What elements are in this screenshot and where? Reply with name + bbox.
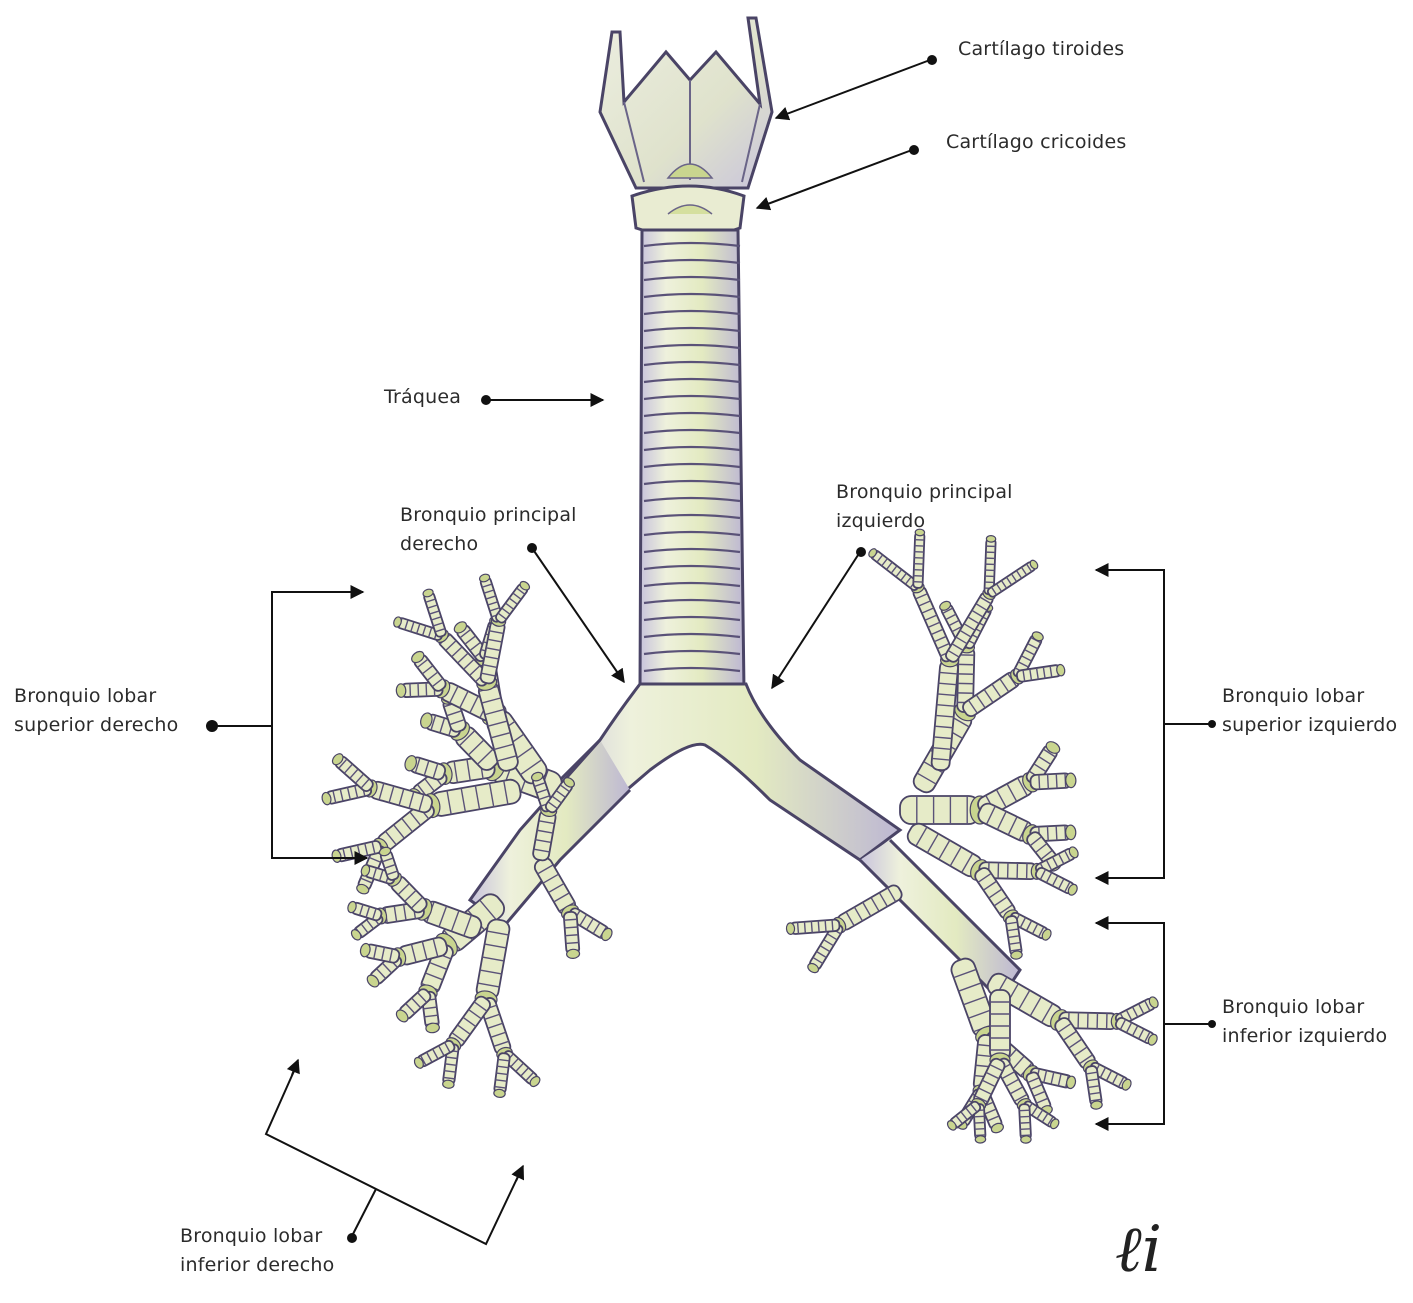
bracket-bsi bbox=[1098, 570, 1164, 878]
label-bronquio-lobar-superior-derecho: Bronquio lobar superior derecho bbox=[14, 682, 178, 740]
label-traquea: Tráquea bbox=[384, 383, 461, 412]
bronchus-segment bbox=[1019, 1104, 1031, 1143]
label-line-1: Bronquio lobar bbox=[180, 1222, 334, 1251]
bronchus-segment bbox=[359, 943, 400, 964]
label-bronquio-lobar-inferior-izquierdo: Bronquio lobar inferior izquierdo bbox=[1222, 993, 1387, 1051]
label-line-2: superior derecho bbox=[14, 711, 178, 740]
label-line-1: Bronquio principal bbox=[400, 501, 577, 530]
bronchus-segment bbox=[1034, 866, 1079, 896]
bronchus-segment bbox=[913, 529, 925, 588]
label-line-2: superior izquierdo bbox=[1222, 711, 1397, 740]
label-bronquio-principal-derecho: Bronquio principal derecho bbox=[400, 501, 577, 559]
label-line-1: Bronquio lobar bbox=[1222, 682, 1397, 711]
label-line-1: Bronquio lobar bbox=[14, 682, 178, 711]
bronchus-segment bbox=[990, 990, 1010, 1067]
label-line-2: inferior derecho bbox=[180, 1251, 334, 1280]
label-bronquio-lobar-inferior-derecho: Bronquio lobar inferior derecho bbox=[180, 1222, 334, 1280]
thyroid-cartilage bbox=[600, 18, 772, 188]
label-text: Cartílago tiroides bbox=[958, 35, 1124, 64]
label-text: Cartílago cricoides bbox=[946, 128, 1126, 157]
arrow-bpi bbox=[772, 552, 860, 688]
bracket-bsd bbox=[272, 592, 366, 858]
bronchus-segment bbox=[1030, 773, 1076, 790]
bronchus-segment bbox=[1114, 1016, 1159, 1046]
bronchus-segment bbox=[493, 1053, 510, 1098]
label-cartilago-tiroides: Cartílago tiroides bbox=[958, 35, 1124, 64]
trachea bbox=[640, 230, 744, 690]
label-line-2: izquierdo bbox=[836, 507, 1013, 536]
label-bronquio-lobar-superior-izquierdo: Bronquio lobar superior izquierdo bbox=[1222, 682, 1397, 740]
signature-logo: ℓi bbox=[1115, 1218, 1162, 1282]
bronchus-segment bbox=[347, 900, 383, 921]
arrow-bpd bbox=[532, 548, 624, 682]
label-line-2: inferior izquierdo bbox=[1222, 1022, 1387, 1051]
bronchus-segment bbox=[564, 911, 580, 958]
bracket-bid bbox=[266, 1062, 522, 1244]
arrow-cricoides bbox=[757, 150, 912, 208]
label-line-2: derecho bbox=[400, 530, 577, 559]
label-line-1: Bronquio principal bbox=[836, 478, 1013, 507]
label-text: Tráquea bbox=[384, 383, 461, 412]
bronchus-segment bbox=[494, 580, 531, 625]
bronchus-segment bbox=[403, 754, 446, 781]
bronchus-segment bbox=[900, 796, 990, 824]
label-cartilago-cricoides: Cartílago cricoides bbox=[946, 128, 1126, 157]
label-line-1: Bronquio lobar bbox=[1222, 993, 1387, 1022]
arrow-tiroides bbox=[776, 60, 930, 118]
label-bronquio-principal-izquierdo: Bronquio principal izquierdo bbox=[836, 478, 1013, 536]
